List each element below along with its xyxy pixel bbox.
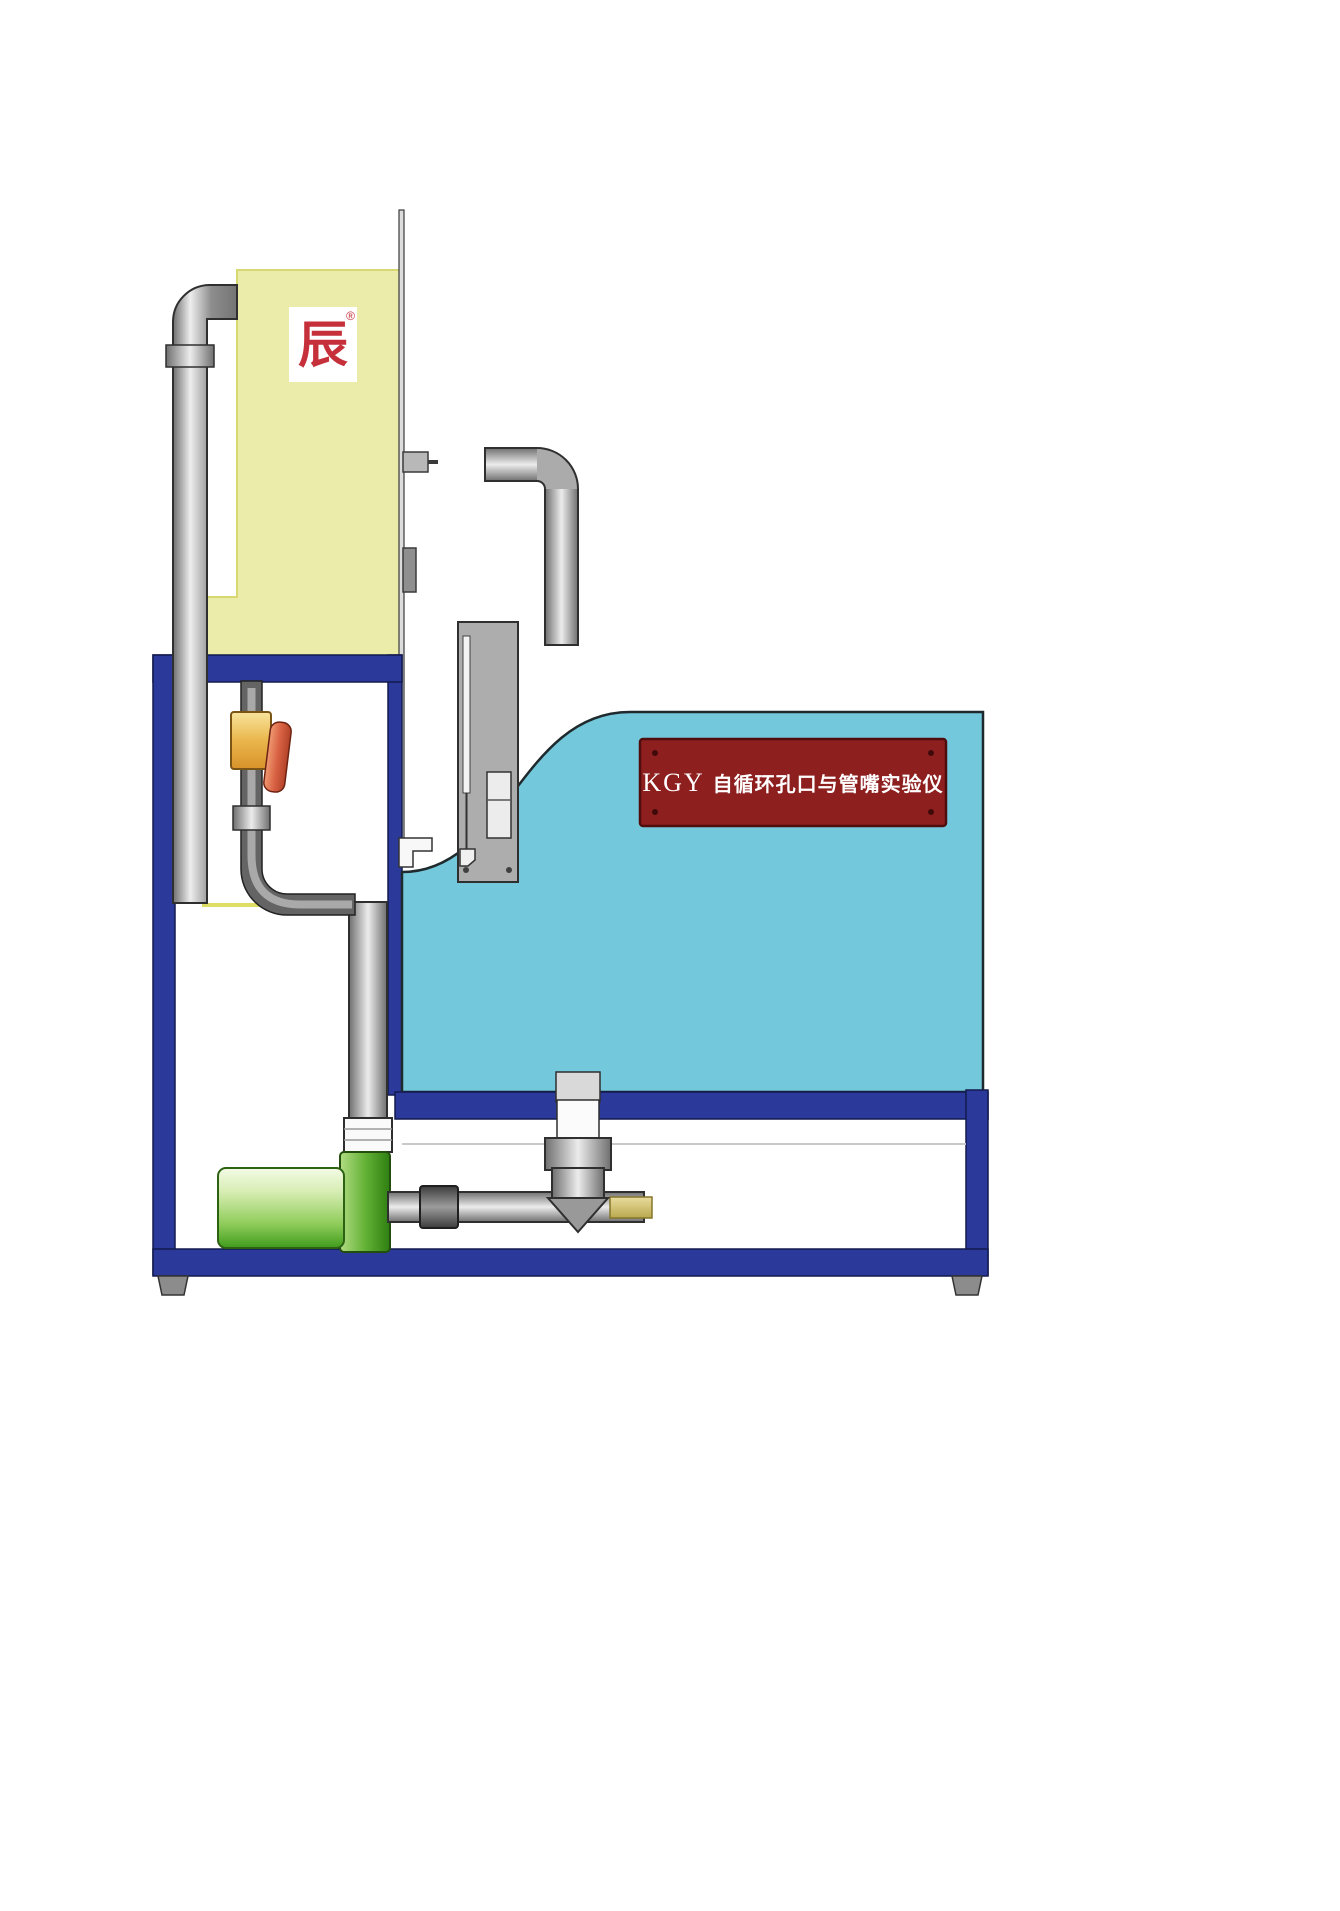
nameplate-screw <box>652 809 658 815</box>
gauge-scale <box>462 635 471 794</box>
drain-line <box>240 680 356 916</box>
frame-right-post <box>965 1089 989 1276</box>
frame-center-post <box>387 654 403 1096</box>
pipe-collar <box>165 344 215 368</box>
rod-clamp-upper <box>402 451 429 473</box>
rod-clamp-lower <box>402 547 417 593</box>
pipe-coupling <box>419 1185 459 1229</box>
panel-screw <box>506 867 512 873</box>
frame-base-rail <box>152 1248 989 1277</box>
nameplate <box>638 737 948 828</box>
overflow-pipe-elbow <box>537 448 578 489</box>
gauge-panel <box>457 621 519 883</box>
nameplate-screw <box>652 750 658 756</box>
valve-body <box>230 711 272 770</box>
nameplate-title: 自循环孔口与管嘴实验仪 <box>712 774 944 796</box>
leveling-foot-right <box>951 1275 983 1296</box>
drain-nozzle <box>609 1196 653 1219</box>
tee-flange <box>544 1137 612 1171</box>
pump-head <box>339 1151 391 1253</box>
overflow-pipe-outline <box>484 447 579 646</box>
drain-pipe-highlight <box>247 688 352 909</box>
pump-motor <box>217 1167 345 1249</box>
nameplate-screw <box>928 809 934 815</box>
nameplate-prefix: KGY <box>642 767 705 797</box>
left-riser-pipe <box>172 284 238 904</box>
pipe-union-body <box>343 1117 393 1153</box>
brand-logo-glyph: 辰 <box>298 314 348 374</box>
nameplate-text: KGY 自循环孔口与管嘴实验仪 <box>640 739 946 826</box>
tee-fitting <box>544 1071 612 1234</box>
leveling-foot-left <box>157 1275 189 1296</box>
overflow-pipe-vertical <box>545 489 578 645</box>
pipe-union-upper <box>232 805 271 831</box>
nameplate-board <box>638 737 948 828</box>
gauge-pointer <box>459 848 476 867</box>
tee-neck <box>551 1167 605 1199</box>
nameplate-screw <box>928 750 934 756</box>
pipe-union-lower <box>343 1117 393 1153</box>
tank-support-rail <box>394 1091 989 1120</box>
overflow-pipe-horizontal <box>485 448 537 481</box>
valve-handle <box>263 721 292 793</box>
frame-lower <box>152 1089 989 1277</box>
rod-bracket <box>398 837 433 868</box>
brand-logo: 辰 ® <box>289 307 357 382</box>
tee-riser <box>556 1099 600 1141</box>
registered-mark-icon: ® <box>346 309 355 323</box>
tee-cap <box>555 1071 601 1103</box>
panel-screw <box>463 867 469 873</box>
overflow-pipe <box>484 447 579 646</box>
gauge-slider <box>486 771 512 839</box>
tee-bottom <box>545 1197 611 1234</box>
left-riser <box>165 284 238 904</box>
frame-left-post <box>152 654 176 1276</box>
